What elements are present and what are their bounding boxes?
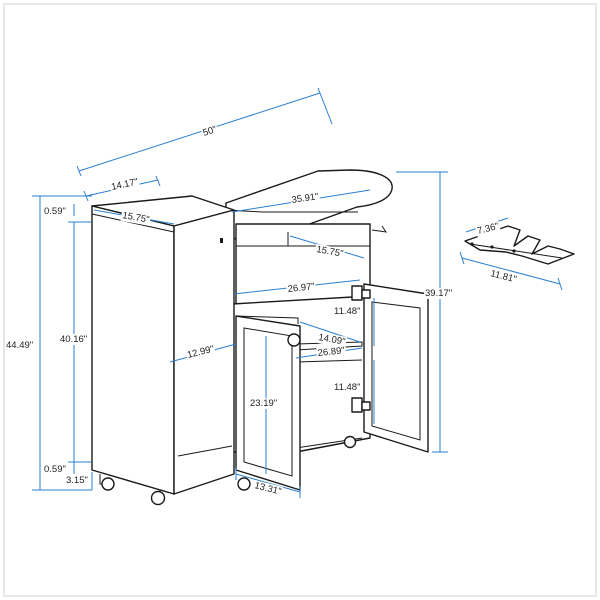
label-side-depth: 14.17": [110, 177, 139, 193]
dim-line-overall-width: [78, 92, 321, 172]
dim-line-rack-width: [461, 257, 561, 285]
label-rack-depth: 7.36": [476, 221, 500, 237]
label-board-length: 35.91": [291, 191, 319, 206]
label-overall-width: 50": [202, 124, 219, 139]
label-overall-height: 44.49": [6, 340, 33, 351]
label-shelf-gap-lower: 11.48": [334, 382, 360, 393]
side-cabinet-peg: [220, 238, 223, 243]
label-caster-height: 3.15": [66, 475, 88, 486]
label-shelf-depth: 14.09": [317, 332, 346, 348]
left-door-panel: [243, 327, 293, 477]
lower-hinge: [351, 397, 363, 413]
ironing-board: [225, 169, 393, 242]
side-cabinet-top-edge: [91, 213, 175, 233]
label-side-width: 15.75": [121, 210, 150, 226]
dim-line-door-width: [235, 473, 301, 493]
lower-hinge-plate: [361, 401, 371, 411]
caster-back-right: [343, 435, 357, 449]
right-door-panel: [371, 301, 421, 441]
iron-rest-accessory: [464, 225, 575, 265]
label-inner-width: 26.97": [287, 281, 315, 295]
image-frame: [3, 3, 597, 597]
door-knob: [287, 333, 301, 347]
caster-front-left: [99, 474, 115, 491]
label-door-height: 23.19": [250, 398, 277, 409]
side-cabinet-left-face: [91, 205, 175, 495]
left-door-top-edge: [235, 315, 299, 324]
label-top-thickness: 0.59": [44, 206, 66, 217]
label-rack-width: 11.81": [489, 268, 517, 285]
upper-hinge-plate: [361, 289, 371, 299]
label-shelf-width-lower: 26.89": [317, 345, 345, 359]
label-inner-height: 40.16": [60, 334, 87, 345]
caster-front-right: [237, 477, 251, 491]
right-door: [363, 283, 429, 453]
label-board-height: 39.17": [425, 288, 452, 299]
dimension-labels: 50" 14.17" 15.75" 35.91" 15.75" 26.97" 1…: [5, 123, 519, 498]
label-shelf-width: 15.75": [315, 244, 344, 260]
upper-hinge: [351, 285, 363, 301]
dim-line-shelf-depth: [299, 321, 361, 343]
board-hook: [371, 225, 388, 233]
label-shelf-gap-upper: 11.48": [334, 306, 360, 317]
side-cabinet-shelf: [177, 445, 233, 457]
label-bottom-thickness: 0.59": [44, 464, 66, 475]
interior-shelf-front: [295, 359, 363, 363]
caster-front-middle: [150, 490, 166, 506]
